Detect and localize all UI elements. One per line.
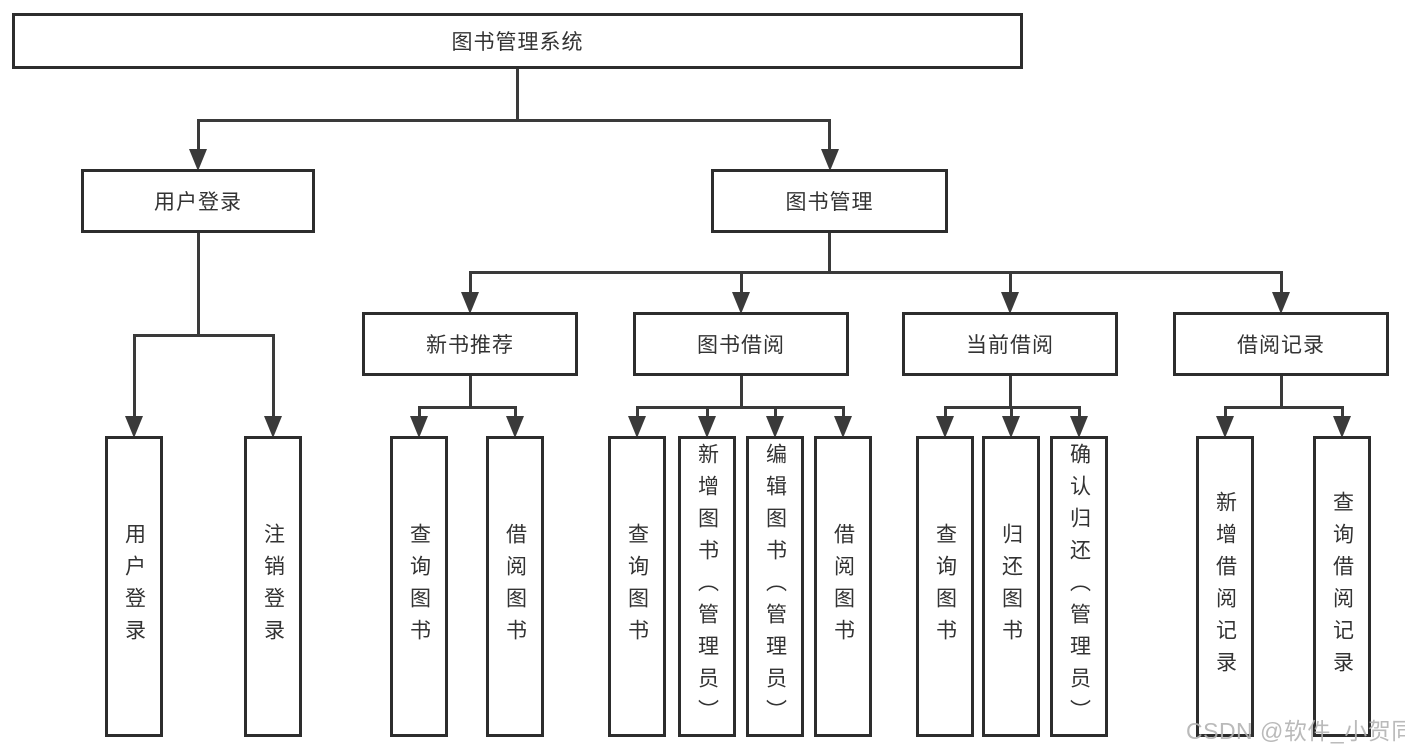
node-label: 图书管理系统 [451,31,584,54]
arrowhead-down-icon [698,416,716,438]
node-leaf-query-books-2: 查询图书 [608,436,666,737]
connector-line-vertical [635,407,639,420]
node-label: 图书管理 [785,191,874,214]
node-leaf-query-books-1: 查询图书 [390,436,448,737]
connector-line-vertical [132,335,136,420]
connector-line-horizontal [468,270,1283,274]
node-new-book-recommend: 新书推荐 [362,312,578,376]
arrowhead-down-icon [1002,416,1020,438]
node-root: 图书管理系统 [12,13,1023,69]
node-book-management: 图书管理 [711,169,948,233]
arrowhead-down-icon [410,416,428,438]
node-current-borrowing: 当前借阅 [902,312,1118,376]
arrowhead-down-icon [820,149,839,171]
node-label: 注销登录 [261,522,285,651]
connector-line-vertical [705,407,709,420]
arrowhead-down-icon [264,416,282,438]
node-label: 借阅记录 [1237,334,1325,357]
connector-line-vertical [271,335,275,420]
connector-line-horizontal [132,333,275,337]
node-leaf-add-books-admin: 新增图书（管理员） [678,436,736,737]
arrowhead-down-icon [1070,416,1088,438]
node-leaf-add-borrow-record: 新增借阅记录 [1196,436,1254,737]
node-label: 查询图书 [407,522,431,651]
node-label: 用户登录 [154,191,242,214]
arrowhead-down-icon [766,416,784,438]
arrowhead-down-icon [1216,416,1234,438]
node-label: 编辑图书（管理员） [763,442,787,731]
connector-line-horizontal [196,118,831,122]
node-leaf-user-login: 用户登录 [105,436,163,737]
node-label: 确认归还（管理员） [1067,442,1091,731]
node-leaf-borrow-books-1: 借阅图书 [486,436,544,737]
arrowhead-down-icon [834,416,852,438]
arrowhead-down-icon [125,416,143,438]
connector-line-vertical [1008,376,1012,407]
connector-line-vertical [1279,272,1283,296]
connector-line-vertical [1223,407,1227,420]
connector-line-vertical [513,407,517,420]
node-book-borrowing: 图书借阅 [633,312,849,376]
connector-line-horizontal [635,405,845,409]
node-label: 新书推荐 [426,334,514,357]
node-label: 当前借阅 [966,334,1054,357]
arrowhead-down-icon [461,292,479,314]
arrowhead-down-icon [189,149,207,171]
node-leaf-query-books-3: 查询图书 [916,436,974,737]
connector-line-vertical [828,233,831,272]
node-label: 用户登录 [122,522,146,651]
node-leaf-confirm-return-admin: 确认归还（管理员） [1050,436,1108,737]
arrowhead-down-icon [628,416,646,438]
connector-line-vertical [1008,272,1012,296]
node-label: 新增借阅记录 [1213,490,1237,683]
node-borrowing-records: 借阅记录 [1173,312,1389,376]
arrowhead-down-icon [732,292,750,314]
arrowhead-down-icon [936,416,954,438]
node-user-login: 用户登录 [81,169,315,233]
node-label: 借阅图书 [831,522,855,651]
connector-line-vertical [1077,407,1081,420]
arrowhead-down-icon [1001,292,1019,314]
connector-line-vertical [943,407,947,420]
node-label: 查询图书 [933,522,957,651]
node-leaf-borrow-books-2: 借阅图书 [814,436,872,737]
node-label: 归还图书 [999,522,1023,651]
node-leaf-logout: 注销登录 [244,436,302,737]
connector-line-vertical [516,69,519,120]
connector-line-vertical [773,407,777,420]
node-label: 图书借阅 [697,334,785,357]
connector-line-vertical [1009,407,1013,420]
node-leaf-edit-books-admin: 编辑图书（管理员） [746,436,804,737]
connector-line-vertical [196,120,200,153]
connector-line-vertical [841,407,845,420]
node-label: 新增图书（管理员） [695,442,719,731]
node-leaf-return-books: 归还图书 [982,436,1040,737]
node-leaf-query-borrow-record: 查询借阅记录 [1313,436,1371,737]
connector-line-vertical [468,376,472,407]
connector-line-vertical [739,376,743,407]
connector-line-vertical [739,272,743,296]
connector-line-vertical [828,120,831,153]
node-label: 查询图书 [625,522,649,651]
node-label: 借阅图书 [503,522,527,651]
connector-line-vertical [1340,407,1344,420]
arrowhead-down-icon [506,416,524,438]
connector-line-vertical [468,272,472,296]
arrowhead-down-icon [1333,416,1351,438]
connector-line-horizontal [417,405,517,409]
connector-line-vertical [417,407,421,420]
arrowhead-down-icon [1272,292,1290,314]
connector-line-vertical [1279,376,1283,407]
node-label: 查询借阅记录 [1330,490,1354,683]
connector-line-vertical [196,233,200,335]
watermark: CSDN @软件_小贺同学 [1186,718,1405,744]
connector-line-horizontal [1223,405,1344,409]
